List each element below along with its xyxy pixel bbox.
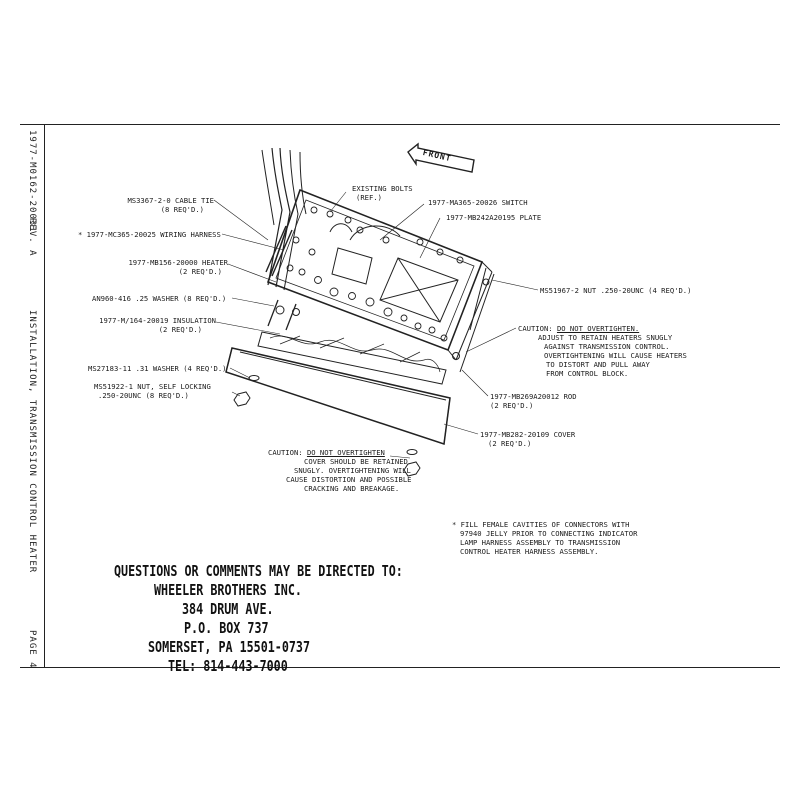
contact-heading: QUESTIONS OR COMMENTS MAY BE DIRECTED TO… bbox=[114, 562, 403, 580]
callout-existing-bolts: EXISTING BOLTS (REF.) bbox=[352, 184, 413, 202]
callout-plate: 1977-MB242A20195 PLATE bbox=[446, 213, 542, 222]
callout-rod: 1977-MB269A20012 ROD (2 REQ'D.) bbox=[490, 392, 577, 410]
footnote-jelly: * FILL FEMALE CAVITIES OF CONNECTORS WIT… bbox=[452, 520, 638, 556]
revision: REV. A bbox=[27, 218, 37, 257]
caution-heaters: CAUTION: DO NOT OVERTIGHTEN. ADJUST TO R… bbox=[518, 324, 687, 378]
frame-top-rule bbox=[20, 124, 780, 125]
callout-cover: 1977-MB282-20109 COVER (2 REQ'D.) bbox=[480, 430, 576, 448]
caution-cover: CAUTION: DO NOT OVERTIGHTEN COVER SHOULD… bbox=[268, 448, 412, 493]
callout-nut: MS51967-2 NUT .250-20UNC (4 REQ'D.) bbox=[540, 286, 692, 295]
contact-po-box: P.O. BOX 737 bbox=[184, 619, 269, 637]
drawing-title: INSTALLATION, TRANSMISSION CONTROL HEATE… bbox=[27, 310, 37, 574]
callout-self-locking-nut: MS51922-1 NUT, SELF LOCKING .250-20UNC (… bbox=[94, 382, 211, 400]
page-number: PAGE 4 bbox=[27, 630, 37, 669]
contact-phone: TEL: 814-443-7000 bbox=[168, 657, 288, 675]
callout-cable-tie: MS3367-2-0 CABLE TIE (8 REQ'D.) bbox=[127, 196, 214, 214]
contact-street: 384 DRUM AVE. bbox=[182, 600, 274, 618]
callout-insulation: 1977-M/164-20019 INSULATION (2 REQ'D.) bbox=[99, 316, 216, 334]
callout-washer-31: MS27183-11 .31 WASHER (4 REQ'D.) bbox=[88, 364, 227, 373]
frame-bottom-rule bbox=[20, 667, 780, 668]
contact-company: WHEELER BROTHERS INC. bbox=[154, 581, 302, 599]
callout-wiring-harness: * 1977-MC365-20025 WIRING HARNESS bbox=[78, 230, 221, 239]
callout-switch: 1977-MA365-20026 SWITCH bbox=[428, 198, 528, 207]
callout-washer-25: AN960-416 .25 WASHER (8 REQ'D.) bbox=[92, 294, 227, 303]
doc-number: 1977-M0162-20031 bbox=[27, 130, 37, 233]
margin-rule bbox=[44, 124, 45, 668]
front-arrow-icon bbox=[407, 142, 475, 173]
callout-heater: 1977-MB156-20000 HEATER (2 REQ'D.) bbox=[128, 258, 228, 276]
contact-city: SOMERSET, PA 15501-0737 bbox=[148, 638, 311, 656]
